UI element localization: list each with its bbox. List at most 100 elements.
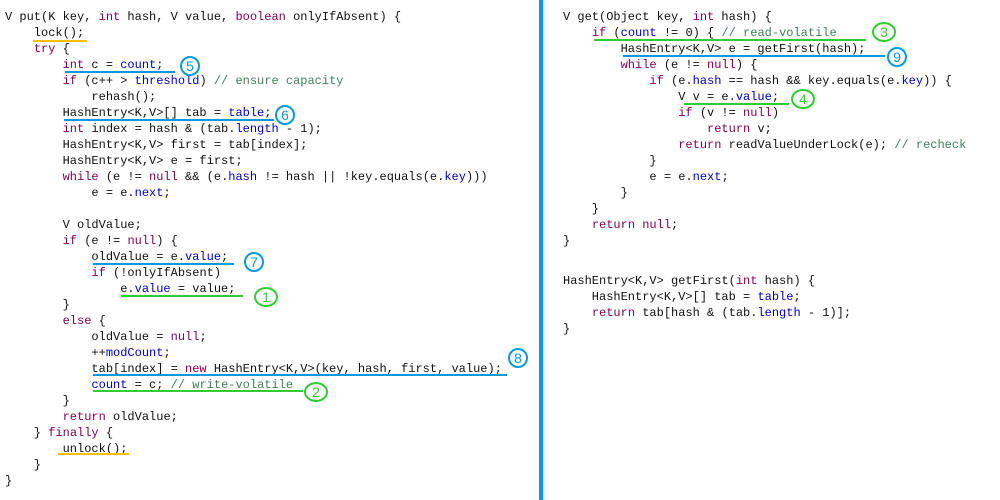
code-token: HashEntry<K,V>[] tab = (5, 106, 229, 120)
code-token: } (5, 426, 49, 440)
code-token (5, 58, 63, 72)
code-token (5, 42, 34, 56)
code-token (563, 138, 678, 152)
get-method-code: V get(Object key, int hash) { if (count … (563, 9, 966, 337)
code-line: lock(); (5, 25, 502, 41)
code-line: V oldValue; (5, 217, 502, 233)
code-token: ) (771, 106, 780, 120)
put-method-code: V put(K key, int hash, V value, boolean … (5, 9, 502, 489)
code-line: int index = hash & (tab.length - 1); (5, 121, 502, 137)
annotation-9: 9 (887, 47, 907, 67)
keyword-token: return (591, 306, 636, 320)
field-token: key (901, 74, 924, 88)
code-token: tab[hash & (tab. (635, 306, 758, 320)
code-token: ; (793, 290, 801, 304)
code-token: ; (221, 250, 229, 264)
code-token (5, 410, 63, 424)
count-read-volatile-underline (594, 39, 866, 41)
code-line: tab[index] = new HashEntry<K,V>(key, has… (5, 361, 501, 377)
code-token: - 1)]; (800, 306, 852, 320)
code-line: HashEntry<K,V>[] tab = table; (563, 289, 966, 305)
code-token: HashEntry<K,V> getFirst( (563, 274, 736, 288)
code-token: - 1); (278, 122, 322, 136)
code-line: rehash(); (5, 89, 502, 105)
code-token: e = e. (5, 186, 135, 200)
annotation-7: 7 (244, 252, 264, 272)
code-line: return null; (563, 217, 966, 233)
field-token: key (444, 170, 466, 184)
keyword-token: if (62, 234, 78, 248)
annotation-8: 8 (508, 348, 528, 368)
code-token: { (91, 314, 106, 328)
keyword-token: new (185, 362, 207, 376)
keyword-token: null (170, 330, 200, 344)
field-token: count (120, 58, 157, 72)
keyword-token: finally (48, 426, 99, 440)
code-token: (e. (663, 74, 693, 88)
code-token: )) { (923, 74, 952, 88)
keyword-token: if (91, 266, 106, 280)
comment-token: // write-volatile (170, 378, 294, 392)
code-token: hash) { (714, 10, 772, 24)
code-token: HashEntry<K,V> e = first; (5, 154, 243, 168)
field-token: length (757, 306, 801, 320)
code-line: } (563, 185, 966, 201)
code-token: ++ (5, 346, 106, 360)
code-token: } (563, 154, 657, 168)
code-line: return oldValue; (5, 409, 502, 425)
code-token: ) { (156, 234, 178, 248)
code-line: } finally { (5, 425, 502, 441)
field-token: count (620, 26, 657, 40)
code-line: return v; (563, 121, 966, 137)
code-line (563, 249, 966, 265)
code-token (563, 106, 678, 120)
keyword-token: return (707, 122, 751, 136)
annotation-1: 1 (254, 287, 278, 307)
code-token: lock(); (5, 26, 85, 40)
code-line: HashEntry<K,V>[] tab = table; (5, 105, 502, 121)
code-line: if (e.hash == hash && key.equals(e.key))… (563, 73, 966, 89)
code-line: V get(Object key, int hash) { (563, 9, 966, 25)
field-token: value (185, 250, 222, 264)
comment-token: // recheck (894, 138, 967, 152)
keyword-token: return (678, 138, 722, 152)
field-token: value (134, 282, 171, 296)
code-line: V put(K key, int hash, V value, boolean … (5, 9, 502, 25)
code-token: ) (199, 74, 214, 88)
code-token (5, 170, 63, 184)
field-token: hash (692, 74, 722, 88)
code-token: oldValue = (5, 330, 171, 344)
code-token: != hash || !key.equals(e. (257, 170, 445, 184)
code-token (5, 122, 63, 136)
code-token (5, 234, 63, 248)
code-line: unlock(); (5, 441, 502, 457)
field-token: next (692, 170, 722, 184)
code-line: oldValue = null; (5, 329, 502, 345)
code-token (563, 74, 649, 88)
keyword-token: int (62, 58, 85, 72)
code-line: V v = e.value; (563, 89, 966, 105)
code-line: } (563, 233, 966, 249)
keyword-token: if (678, 106, 693, 120)
annotation-2: 2 (304, 382, 328, 402)
code-token: } (563, 234, 571, 248)
keyword-token: int (735, 274, 758, 288)
code-token: ; (264, 106, 272, 120)
code-token: V oldValue; (5, 218, 142, 232)
code-token: = value; (170, 282, 236, 296)
code-line: if (count != 0) { // read-volatile (563, 25, 966, 41)
code-line: if (v != null) (563, 105, 966, 121)
annotation-6: 6 (275, 105, 295, 125)
code-token: e = e. (563, 170, 693, 184)
code-line: HashEntry<K,V> e = first; (5, 153, 502, 169)
field-token: threshold (134, 74, 200, 88)
annotation-3: 3 (872, 22, 896, 42)
code-line: while (e != null && (e.hash != hash || !… (5, 169, 502, 185)
code-token: && (e. (177, 170, 229, 184)
keyword-token: null (743, 106, 772, 120)
code-token: = c; (127, 378, 171, 392)
code-token (563, 26, 592, 40)
keyword-token: while (620, 58, 657, 72)
keyword-token: return (62, 410, 106, 424)
code-token (5, 266, 91, 280)
